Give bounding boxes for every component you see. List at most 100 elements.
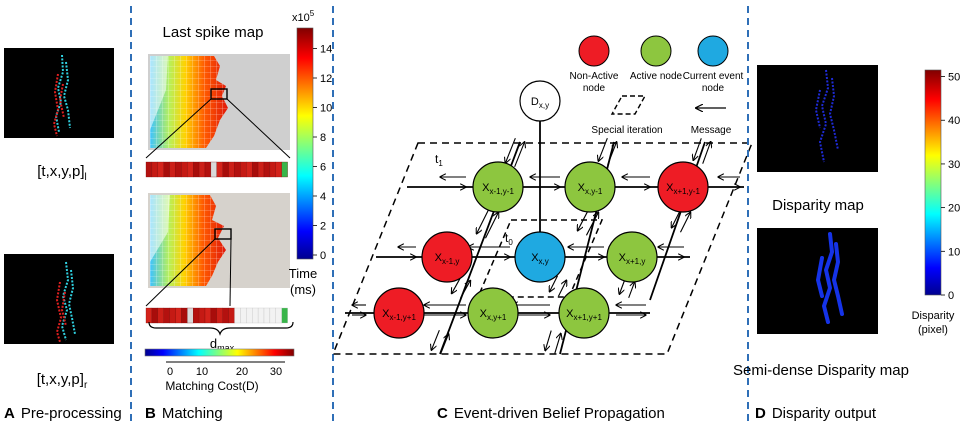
node-label: Xx-1,y-1: [482, 182, 514, 196]
bottom-cost-cell: [175, 307, 182, 324]
message-arrow: [477, 207, 491, 234]
panel-d: Disparity map Semi-dense Disparity map 5…: [733, 65, 960, 422]
bottom-patch-box: [214, 228, 232, 240]
right-event-image: [4, 254, 114, 344]
time-tick-label: 6: [320, 162, 326, 174]
legend-non-active-label: Non-Active: [570, 71, 619, 82]
time-tick-label: 12: [320, 73, 332, 85]
time-colorbar-exponent: x105: [292, 9, 315, 24]
legend-message-label: Message: [691, 125, 732, 136]
message-arrow: [607, 142, 617, 166]
t0-label: t0: [505, 231, 513, 247]
top-cost-cell: [234, 161, 241, 178]
message-arrow: [440, 334, 449, 355]
top-cost-cell: [163, 161, 170, 178]
node-x-y: [514, 231, 566, 283]
node-label: Xx+1,y+1: [566, 308, 602, 322]
node-x-1-y-1: [472, 161, 524, 213]
legend-special-swatch: [610, 95, 647, 115]
bottom-spike-map: [145, 193, 290, 307]
d-node: [519, 80, 561, 122]
bottom-cost-cell: [151, 307, 158, 324]
time-tick-label: 0: [320, 250, 326, 262]
time-colorbar: [296, 27, 314, 260]
message-arrow: [598, 137, 608, 161]
time-label: Time: [289, 266, 317, 281]
node-x-1-y-1: [373, 287, 425, 339]
top-cost-cell: [216, 161, 223, 178]
disparity-tick-label: 30: [948, 159, 960, 171]
top-cost-cell: [210, 161, 217, 178]
top-cost-cell: [228, 161, 235, 178]
message-arrow: [431, 329, 440, 350]
t1-label: t1: [435, 152, 443, 168]
bottom-cost-cell: [234, 307, 241, 324]
dmax-label: dmax: [210, 336, 235, 353]
bottom-cost-cell: [193, 307, 200, 324]
node-x-1-y-1: [558, 287, 610, 339]
top-spike-map: [145, 54, 291, 159]
bottom-cost-cell: [263, 307, 271, 324]
top-cost-cell: [263, 161, 271, 178]
time-unit: (ms): [290, 282, 316, 297]
disparity-map-silhouette: [814, 69, 839, 163]
bottom-cost-cell: [204, 307, 212, 324]
d-node-label: Dx,y: [531, 96, 549, 110]
bottom-cost-cell: [252, 307, 259, 324]
bottom-cost-cell: [228, 307, 235, 324]
disparity-tick-label: 50: [948, 72, 960, 84]
top-cost-cell: [240, 161, 247, 178]
top-cost-cell: [257, 161, 265, 178]
top-cost-cell: [169, 161, 176, 178]
bottom-cost-cell: [281, 307, 288, 324]
top-cost-cell: [198, 161, 206, 178]
top-cost-cell: [269, 161, 276, 178]
bottom-cost-cell: [181, 307, 188, 324]
time-tick-label: 4: [320, 191, 326, 203]
outer-plane-t1: [331, 142, 754, 355]
bottom-cost-cell: [269, 307, 276, 324]
top-cost-cell: [187, 161, 194, 178]
message-arrow: [550, 275, 559, 292]
node-label: Xx,y+1: [480, 308, 507, 322]
bottom-cost-cell: [222, 307, 229, 324]
disparity-map-caption: Disparity map: [772, 197, 864, 214]
dmax-brace: [148, 321, 294, 336]
disparity-unit-label-2: (pixel): [918, 324, 948, 336]
legend-special-label: Special iteration: [591, 125, 662, 136]
message-arrow: [679, 212, 690, 233]
time-tick-label: 8: [320, 132, 326, 144]
node-label: Xx,y-1: [578, 182, 603, 196]
top-cost-cell: [281, 161, 288, 178]
panel-b: Last spike map dmax 0: [144, 9, 332, 422]
message-arrow: [693, 138, 702, 160]
top-cost-cell: [204, 161, 212, 178]
matching-cost-label: Matching Cost(D): [165, 379, 258, 393]
bottom-cost-cell: [145, 307, 153, 324]
top-cost-cell: [181, 161, 188, 178]
disparity-tick-label: 40: [948, 115, 960, 127]
message-arrow: [505, 137, 516, 163]
top-cost-cell: [157, 161, 164, 178]
bottom-cost-cell: [240, 307, 247, 324]
message-arrow: [459, 280, 470, 299]
top-cost-cell: [151, 161, 158, 178]
legend-current-label: Current event: [683, 71, 744, 82]
matching-cost-colorbar: [144, 348, 295, 357]
cost-tick-10: 10: [196, 366, 208, 378]
node-label: Xx+1,y-1: [666, 182, 700, 196]
top-cost-cell: [193, 161, 200, 178]
message-arrow: [514, 142, 525, 168]
semi-dense-map-silhouette: [816, 232, 844, 324]
semi-dense-map-caption: Semi-dense Disparity map: [733, 362, 909, 379]
message-arrow: [554, 333, 561, 354]
bottom-cost-cell: [246, 307, 253, 324]
legend-non-active-label-2: node: [583, 83, 606, 94]
legend-current-label-2: node: [702, 83, 725, 94]
